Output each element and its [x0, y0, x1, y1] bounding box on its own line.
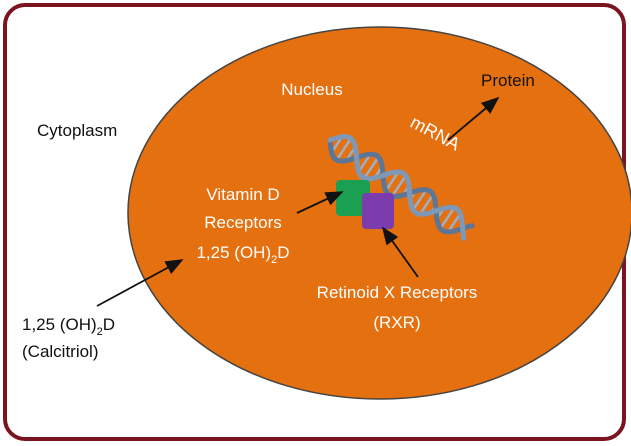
dna-rung: [411, 189, 428, 211]
dna-rung: [335, 137, 353, 161]
calcitriol-arrow: [96, 259, 184, 307]
nucleus-label: Nucleus: [281, 80, 342, 99]
protein-label: Protein: [481, 71, 535, 90]
calcitriol-label-line1: 1,25 (OH)2D: [22, 315, 115, 338]
rxr-block: [362, 193, 394, 229]
vdr-label-line1: Vitamin D: [206, 185, 279, 204]
dna-rung: [357, 153, 372, 173]
vdr-label: Vitamin D Receptors 1,25 (OH)2D: [196, 185, 289, 266]
mrna-to-protein-arrow: [447, 96, 500, 141]
calcitriol-label-line2: (Calcitriol): [22, 342, 99, 361]
dna-rung: [391, 175, 407, 197]
dna-rung: [447, 213, 462, 233]
vdr-arrow: [296, 191, 344, 214]
rxr-label-line1: Retinoid X Receptors: [317, 283, 478, 302]
vdr-block: [336, 180, 370, 216]
rxr-label: Retinoid X Receptors (RXR): [317, 283, 478, 332]
dna-rung: [384, 171, 400, 192]
calcitriol-label: 1,25 (OH)2D (Calcitriol): [22, 315, 115, 361]
dna-rung: [439, 207, 456, 230]
dna-rung: [419, 193, 435, 215]
cytoplasm-label: Cytoplasm: [37, 121, 117, 140]
vdr-label-line2: Receptors: [204, 213, 281, 232]
rxr-arrow: [381, 226, 419, 278]
rxr-label-line2: (RXR): [373, 313, 420, 332]
vdr-label-line3: 1,25 (OH)2D: [196, 243, 289, 266]
dna-rung: [363, 156, 380, 179]
